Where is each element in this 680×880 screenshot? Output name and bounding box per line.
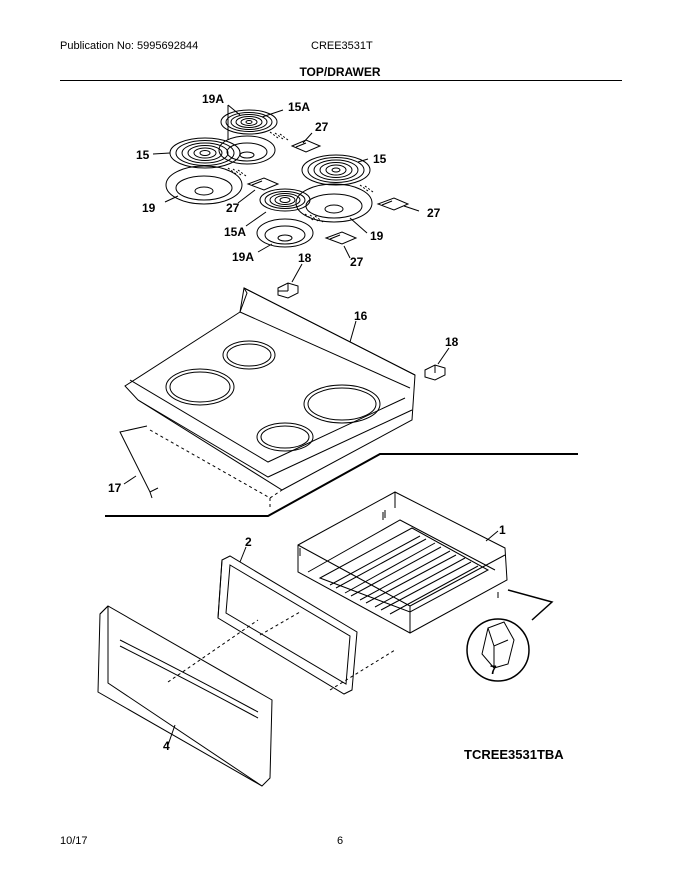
- callout-16: 16: [354, 309, 368, 323]
- drip-bowl-19-right: [295, 183, 373, 223]
- bracket-18-right: [424, 364, 446, 381]
- model-number: CREE3531T: [311, 40, 373, 52]
- support-wire-17: [119, 425, 159, 499]
- callout-19A-top: 19A: [202, 92, 224, 106]
- callout-2: 2: [245, 535, 252, 549]
- drip-bowl-19A-top: [218, 135, 276, 165]
- callout-19-right: 19: [370, 229, 384, 243]
- burner-15A-bottom: [259, 188, 311, 212]
- callout-18-right: 18: [445, 335, 459, 349]
- callout-15-left: 15: [136, 148, 150, 162]
- glide-7-detail: [466, 618, 530, 682]
- drip-bowl-19A-bottom: [256, 218, 314, 248]
- callout-19A-bottom: 19A: [232, 250, 254, 264]
- callout-27-bottom: 27: [350, 255, 364, 269]
- callout-15-right: 15: [373, 152, 387, 166]
- burner-15-left: [169, 137, 241, 169]
- callout-7: 7: [490, 663, 497, 677]
- receptacle-27-top: [290, 139, 322, 153]
- drawer-front-4: [97, 605, 273, 787]
- footer-date: 10/17: [60, 835, 88, 847]
- callout-4: 4: [163, 739, 170, 753]
- main-top-16: [124, 287, 416, 491]
- drawer-1: [297, 491, 508, 634]
- callout-27-top: 27: [315, 120, 329, 134]
- publication-number: Publication No: 5995692844: [60, 40, 199, 52]
- page-number: 6: [337, 835, 344, 847]
- diagram-code: TCREE3531TBA: [464, 747, 564, 762]
- receptacle-27-mid: [246, 177, 280, 191]
- callout-19-left: 19: [142, 201, 156, 215]
- callout-1: 1: [499, 523, 506, 537]
- drip-bowl-19-left: [165, 165, 243, 205]
- callout-15A-top: 15A: [288, 100, 310, 114]
- callout-27-mid: 27: [226, 201, 240, 215]
- drawer-panel-2: [217, 555, 358, 695]
- callout-15A-bottom: 15A: [224, 225, 246, 239]
- burner-15-right: [301, 154, 371, 186]
- callout-17: 17: [108, 481, 122, 495]
- bracket-18-top: [277, 282, 299, 299]
- callout-18-top: 18: [298, 251, 312, 265]
- section-title: TOP/DRAWER: [299, 65, 381, 79]
- header-rule: [60, 80, 622, 81]
- callout-27-right: 27: [427, 206, 441, 220]
- receptacle-27-bottom: [324, 231, 358, 245]
- receptacle-27-right: [376, 197, 410, 211]
- burner-15A-top: [220, 109, 278, 135]
